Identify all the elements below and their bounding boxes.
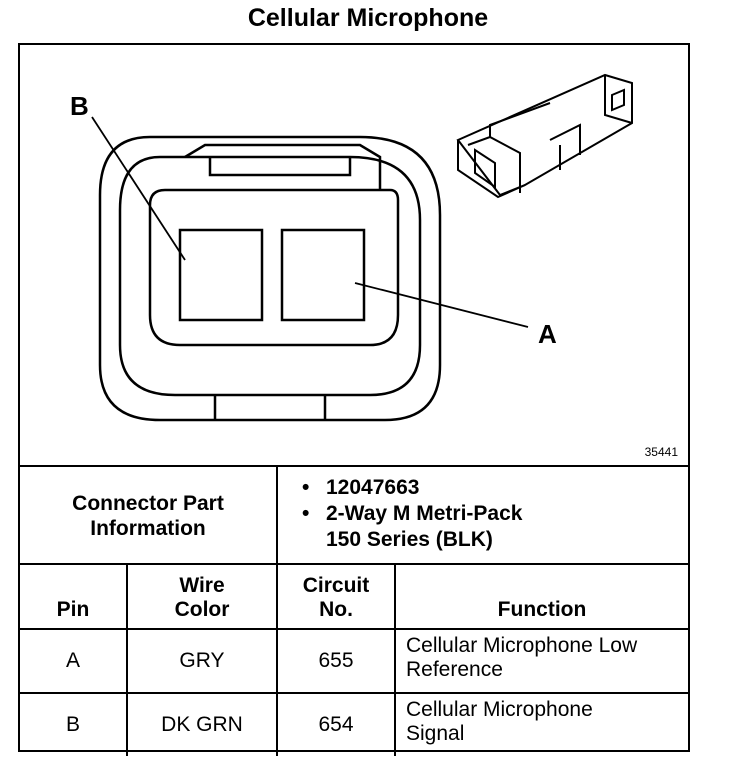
table-header-row: Pin Wire Color Circuit No. Function (20, 563, 688, 628)
cell-function: Cellular Microphone Low Reference (406, 634, 638, 681)
connector-description-line1: 2-Way M Metri-Pack (326, 502, 523, 525)
page-title: Cellular Microphone (247, 4, 489, 32)
connector-description-line2: 150 Series (BLK) (326, 528, 493, 551)
table-row: A GRY 655 Cellular Microphone Low Refere… (20, 628, 688, 692)
connector-info-label-line1: Connector Part (72, 492, 224, 515)
pin-label-a: A (538, 319, 557, 349)
connector-latch (184, 143, 382, 190)
pinout-table: Pin Wire Color Circuit No. Function A GR… (20, 563, 688, 756)
leader-line-a (354, 282, 529, 328)
figure-code: 35441 (644, 445, 678, 459)
header-circuit: Circuit No. (278, 565, 396, 628)
connector-diagram: B A 35441 (20, 45, 688, 465)
connector-iso-view (456, 73, 633, 199)
bullet-icon: • (302, 502, 310, 525)
connector-outer-shell (98, 135, 442, 422)
connector-info-label: Connector Part Information (20, 467, 278, 565)
leader-line-b (91, 116, 186, 261)
header-pin: Pin (20, 565, 128, 628)
bullet-icon: • (302, 476, 310, 499)
header-wire-color: Wire Color (128, 565, 278, 628)
cell-pin: B (20, 694, 128, 756)
connector-info-values: • 12047663 • 2-Way M Metri-Pack 150 Series… (278, 475, 522, 553)
connector-sheet: B A 35441 Connector Part Information • 12… (18, 43, 690, 756)
header-function: Function (497, 598, 587, 621)
connector-face-drawing: B A (70, 73, 633, 422)
cell-circuit: 655 (278, 630, 396, 692)
cell-circuit: 654 (278, 694, 396, 756)
connector-bottom-bar (213, 395, 327, 420)
connector-cavity (148, 188, 400, 347)
pin-label-b: B (70, 91, 89, 121)
connector-inner-rim (118, 155, 422, 397)
terminal-cavity-a (280, 228, 366, 322)
connector-info-label-line2: Information (90, 517, 206, 540)
cell-wire-color: GRY (128, 630, 278, 692)
cell-wire-color: DK GRN (128, 694, 278, 756)
cell-pin: A (20, 630, 128, 692)
connector-part-info: Connector Part Information • 12047663 • 2-… (20, 465, 688, 565)
part-number: 12047663 (326, 476, 420, 499)
table-row: B DK GRN 654 Cellular Microphone Signal (20, 692, 688, 756)
cell-function: Cellular Microphone Signal (406, 698, 593, 745)
terminal-cavity-b (178, 228, 264, 322)
